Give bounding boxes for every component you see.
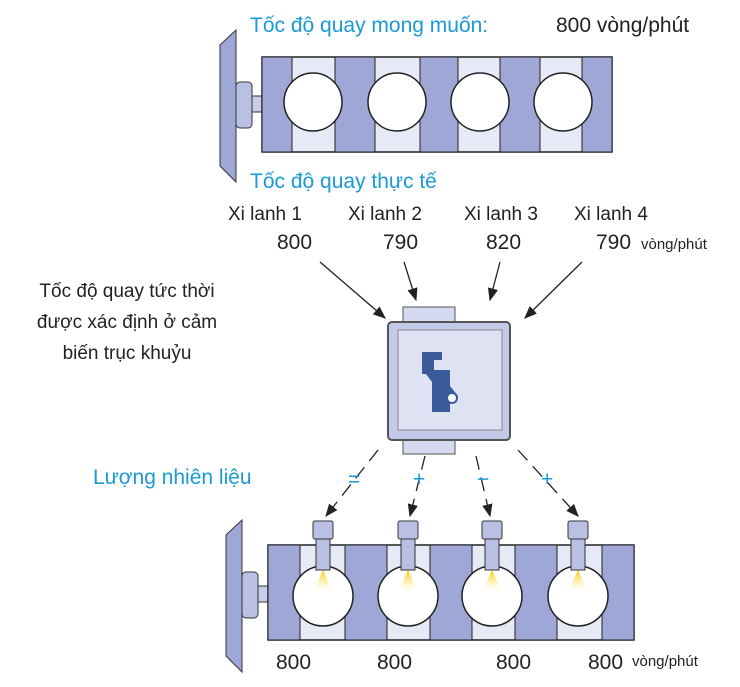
cylinder-4-result: 800 [588,651,624,674]
input-arrows [319,261,583,319]
cylinder-1-result: 800 [276,651,312,674]
cylinder-3-result: 800 [496,651,532,674]
cylinder-2-label: Xi lanh 2 [348,204,422,225]
cylinder-2-actual: 790 [383,231,419,254]
flywheel-top [219,28,237,184]
fuel-adjust-2: + [413,468,426,491]
cylinder-4-actual: 790 [596,231,632,254]
cylinder-4-label: Xi lanh 4 [574,204,648,225]
cylinder-1-label: Xi lanh 1 [228,204,302,225]
cylinder-top-1 [283,72,343,132]
engine-bottom [225,518,635,674]
cylinder-2-result: 800 [377,651,413,674]
actual-speed-label: Tốc độ quay thực tế [250,170,437,193]
fuel-label: Lượng nhiên liệu [93,466,252,489]
fuel-adjust-3: − [477,468,490,491]
fuel-adjust-4: + [541,468,554,491]
unit-label-result: vòng/phút [632,653,698,670]
ecu-icon [387,306,511,455]
cylinder-top-3 [450,72,510,132]
desired-speed-label: Tốc độ quay mong muốn: [250,14,489,37]
engine-top [219,28,613,184]
cylinder-top-4 [533,72,593,132]
unit-label-actual: vòng/phút [641,236,707,253]
desired-speed-value: 800 vòng/phút [556,14,690,37]
sensor-note: Tốc độ quay tức thời được xác định ở cảm… [36,281,218,364]
cylinder-1-actual: 800 [277,231,313,254]
fuel-adjust-1: = [348,468,361,491]
output-arrows [325,449,579,518]
cylinder-3-actual: 820 [486,231,522,254]
injectors [312,520,589,571]
cylinder-top-2 [367,72,427,132]
cylinder-3-label: Xi lanh 3 [464,204,538,225]
